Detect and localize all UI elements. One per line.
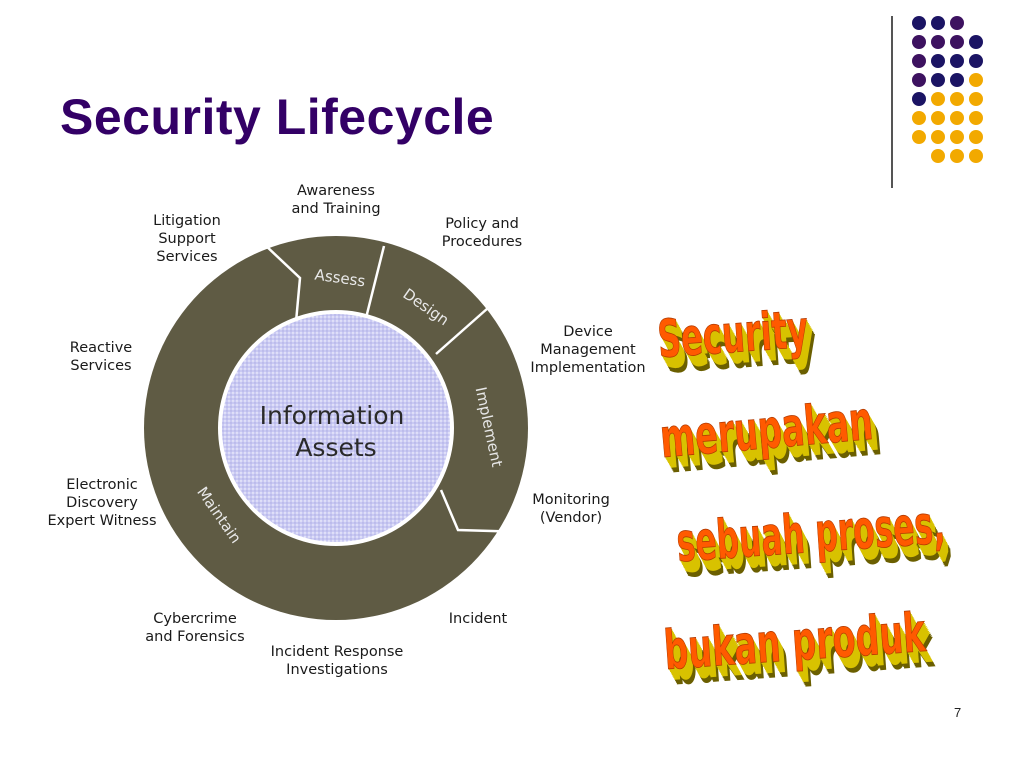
label-litigation: Litigation Support Services bbox=[153, 213, 221, 265]
label-ediscovery: Electronic Discovery Expert Witness bbox=[47, 477, 157, 529]
label-incident: Incident bbox=[448, 611, 508, 627]
divider-line bbox=[891, 16, 893, 188]
information-assets-label: Information Assets bbox=[260, 401, 413, 462]
label-reactive: Reactive Services bbox=[69, 340, 133, 374]
label-monitoring: Monitoring (Vendor) bbox=[532, 492, 610, 526]
label-device: Device Management Implementation bbox=[530, 324, 646, 376]
label-policy: Policy and Procedures bbox=[441, 216, 523, 250]
label-investigations: Incident Response Investigations bbox=[270, 644, 404, 678]
page-number: 7 bbox=[954, 705, 962, 720]
label-awareness: Awareness and Training bbox=[291, 183, 381, 217]
information-assets-circle bbox=[218, 310, 454, 546]
label-cybercrime: Cybercrime and Forensics bbox=[145, 611, 245, 645]
slide-title: Security Lifecycle bbox=[60, 89, 495, 145]
